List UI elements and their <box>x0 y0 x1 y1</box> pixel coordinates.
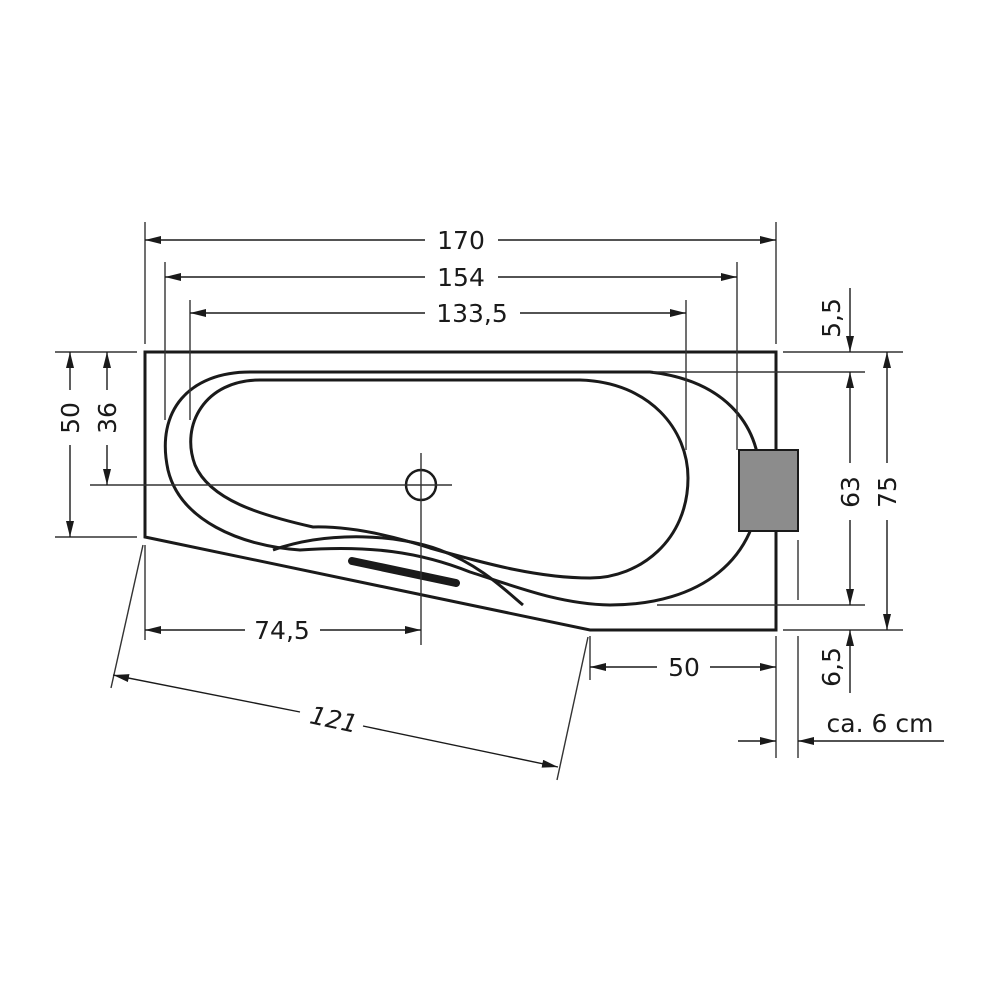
dimension-lines <box>66 236 944 768</box>
dim-label-left-width: 50 <box>56 402 85 434</box>
dim-label-slanted-edge: 121 <box>307 701 360 739</box>
dim-label-right-straight-bottom: 50 <box>668 653 700 682</box>
tub-outline <box>143 350 778 632</box>
grab-handle <box>348 557 460 587</box>
dim-label-inner-width: 63 <box>836 476 865 508</box>
dim-label-inner-basin-length: 133,5 <box>436 299 508 328</box>
dim-label-drain-offset: 36 <box>93 402 122 434</box>
drain-icon <box>90 453 452 645</box>
dim-label-outer-basin-length: 154 <box>437 263 485 292</box>
extension-lines <box>55 222 903 781</box>
dim-label-top-offset: 5,5 <box>817 298 846 338</box>
dim-label-bottom-offset: 6,5 <box>817 647 846 687</box>
dim-label-overall-length: 170 <box>437 226 485 255</box>
outer-basin-rim <box>163 370 762 607</box>
side-panel <box>738 449 799 532</box>
dim-label-drain-to-left: 74,5 <box>254 616 310 645</box>
dim-label-panel-depth: ca. 6 cm <box>827 709 934 738</box>
dim-label-overall-width: 75 <box>873 476 902 508</box>
inner-basin <box>189 378 690 607</box>
